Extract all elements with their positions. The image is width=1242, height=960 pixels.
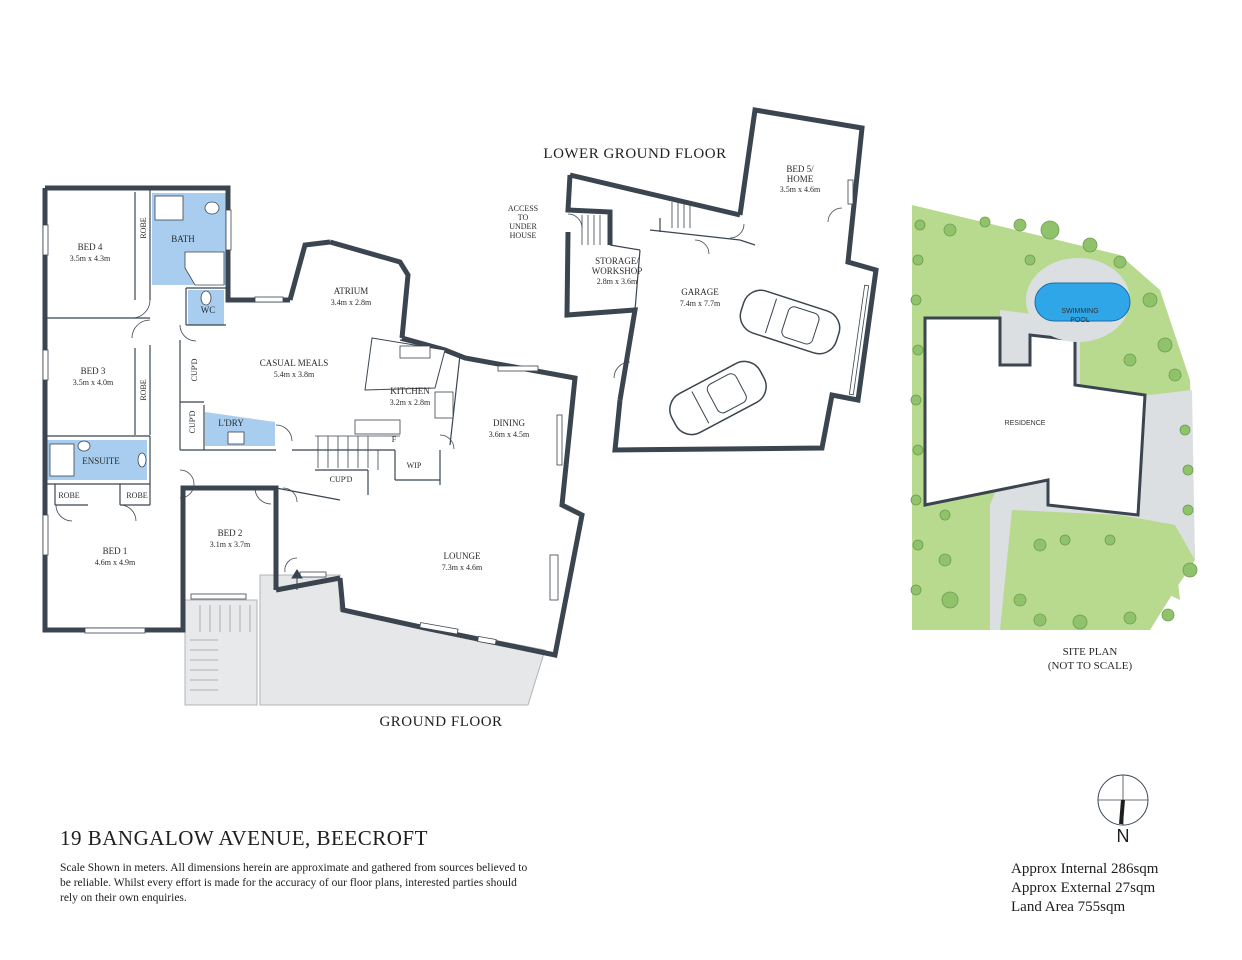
pool-label-1: SWIMMING [1061, 308, 1098, 315]
bed5-name-1: BED 5/ [786, 164, 814, 174]
car-bottom [669, 360, 767, 436]
car-top [739, 289, 841, 355]
residence-label: RESIDENCE [1005, 420, 1046, 427]
fridge-label: F [392, 435, 397, 444]
land-area: Land Area 755sqm [1011, 899, 1126, 915]
shower [154, 195, 184, 221]
lounge-dim: 7.3m x 4.6m [442, 563, 483, 572]
bed5-dim: 3.5m x 4.6m [780, 185, 821, 194]
bed4-name: BED 4 [78, 242, 103, 252]
garage-name: GARAGE [681, 287, 719, 297]
storage-name-1: STORAGE/ [595, 256, 639, 266]
ground-floor-title: GROUND FLOOR [379, 714, 502, 730]
access-line4: HOUSE [510, 231, 537, 240]
island-bench [354, 419, 401, 435]
site-plan [910, 205, 1198, 630]
atrium-name: ATRIUM [334, 286, 369, 296]
north-compass [1097, 774, 1149, 826]
external-area: Approx External 27sqm [1011, 880, 1156, 896]
ensuite-shower [49, 443, 75, 477]
kitchen-name: KITCHEN [390, 386, 430, 396]
laundry-name: L'DRY [218, 418, 244, 428]
dining-dim: 3.6m x 4.5m [489, 430, 530, 439]
access-line3: UNDER [509, 222, 537, 231]
bed5-name-2: HOME [787, 174, 814, 184]
swimming-pool [1034, 282, 1131, 322]
disclaimer-text: Scale Shown in meters. All dimensions he… [60, 862, 528, 904]
bed4-dim: 3.5m x 4.3m [70, 254, 111, 263]
wc-name: WC [201, 305, 216, 315]
bath-name: BATH [171, 234, 195, 244]
entry-arrow [291, 569, 303, 590]
bed1-dim: 4.6m x 4.9m [95, 558, 136, 567]
lower-floor-labels: LOWER GROUND FLOOR ACCESS TO UNDER HOUSE… [508, 146, 821, 308]
site-plan-labels: RESIDENCE SWIMMING POOL SITE PLAN (NOT T… [1005, 308, 1133, 672]
property-address: 19 BANGALOW AVENUE, BEECROFT [60, 826, 428, 850]
access-line2: TO [518, 213, 529, 222]
site-plan-subtitle: (NOT TO SCALE) [1048, 660, 1133, 672]
cooktop [434, 391, 454, 419]
lounge-name: LOUNGE [444, 551, 481, 561]
rear-deck [259, 574, 546, 706]
dining-name: DINING [493, 418, 525, 428]
area-summary: Approx Internal 286sqm Approx External 2… [1011, 860, 1158, 917]
driveway-curve [1010, 537, 1180, 600]
casual-dim: 5.4m x 3.8m [274, 370, 315, 379]
ground-windows [42, 209, 563, 645]
lower-ground-floor-title: LOWER GROUND FLOOR [543, 146, 726, 162]
laundry-room [205, 412, 275, 446]
site-plan-title: SITE PLAN [1063, 646, 1118, 658]
garage-dim: 7.4m x 7.7m [680, 299, 721, 308]
ensuite-toilet [77, 440, 91, 452]
pool-label-2: POOL [1070, 317, 1090, 324]
laundry-tub [227, 431, 245, 445]
robe-bed1-right: ROBE [126, 491, 147, 500]
ensuite-basin [137, 452, 147, 468]
wip-label: WIP [407, 461, 422, 470]
access-line1: ACCESS [508, 204, 538, 213]
corner-bath [184, 251, 225, 286]
bed1-name: BED 1 [103, 546, 128, 556]
robe-bed1-left: ROBE [58, 491, 79, 500]
storage-name-2: WORKSHOP [592, 266, 643, 276]
ensuite-name: ENSUITE [82, 456, 120, 466]
robe-bed4: ROBE [139, 217, 148, 238]
bed2-dim: 3.1m x 3.7m [210, 540, 251, 549]
north-label: N [1116, 826, 1130, 846]
bed2-name: BED 2 [218, 528, 243, 538]
bed3-dim: 3.5m x 4.0m [73, 378, 114, 387]
kitchen-sink [399, 345, 431, 359]
internal-stairs [315, 435, 400, 470]
robe-bed3: ROBE [139, 379, 148, 400]
cupd-3: CUP'D [330, 475, 353, 484]
atrium-dim: 3.4m x 2.8m [331, 298, 372, 307]
casual-name: CASUAL MEALS [260, 358, 328, 368]
cupd-1: CUP'D [190, 358, 199, 381]
cupd-2: CUP'D [188, 410, 197, 433]
vanity-basin [204, 201, 220, 215]
deck-stairs [184, 599, 258, 706]
ground-floor-labels: BED 4 3.5m x 4.3m BED 3 3.5m x 4.0m BED … [58, 217, 530, 730]
residence [923, 316, 1147, 517]
ground-floor-plan [42, 185, 585, 706]
site-trees [910, 216, 1198, 630]
kitchen-dim: 3.2m x 2.8m [390, 398, 431, 407]
wc-toilet [200, 290, 212, 306]
lower-stairs [581, 202, 691, 245]
storage-dim: 2.8m x 3.6m [597, 277, 638, 286]
bed3-name: BED 3 [81, 366, 106, 376]
ground-doors [55, 299, 455, 573]
lower-ground-floor-plan [564, 107, 879, 453]
internal-area: Approx Internal 286sqm [1011, 861, 1159, 877]
